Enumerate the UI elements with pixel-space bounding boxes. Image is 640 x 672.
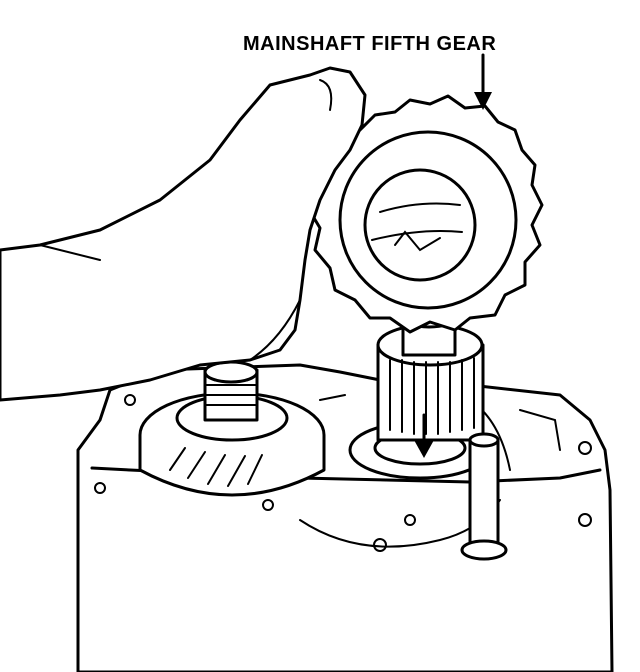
hand [0, 66, 367, 402]
countershaft-gear [138, 360, 326, 497]
callout-leader-arrow [474, 53, 492, 110]
callout-mainshaft-fifth-gear: MAINSHAFT FIFTH GEAR [243, 33, 497, 55]
mainshaft-fifth-gear [306, 94, 544, 334]
shift-rod [460, 432, 508, 561]
